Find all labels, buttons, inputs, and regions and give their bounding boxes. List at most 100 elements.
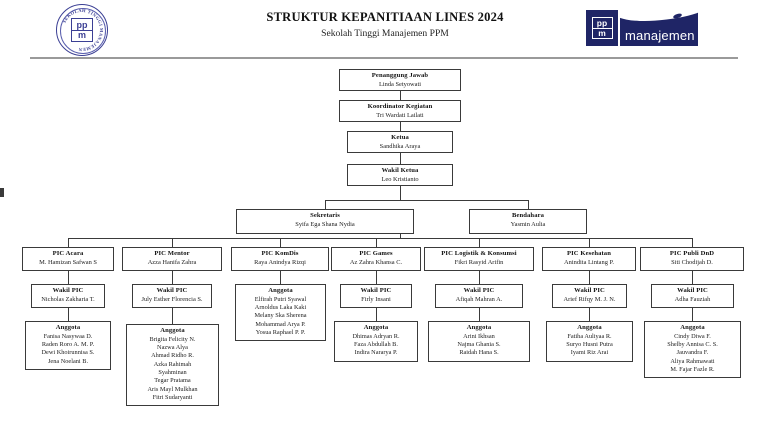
- node-penanggung-jawab-person: Linda Setyowati: [378, 80, 422, 88]
- node-wakil-pic-pic-publi-dnd-person: Adha Fauziah: [674, 295, 711, 303]
- member-name: Syahminan: [158, 368, 187, 376]
- node-pic-pic-logistik-konsumsi-title: PIC Logistik & Konsumsi: [441, 250, 517, 257]
- node-wakil-pic-pic-acara-person: Nicholas Zakharia T.: [41, 295, 95, 303]
- page-edge-artifact: [0, 188, 4, 197]
- page-subtitle: Sekolah Tinggi Manajemen PPM: [321, 28, 449, 39]
- node-sekretaris-person: Syifa Ega Shana Nydia: [295, 220, 355, 228]
- node-bendahara-title: Bendahara: [511, 212, 545, 219]
- connector-anggota-5: [589, 308, 590, 321]
- node-pic-pic-acara-person: M. Hamizan Safwan S: [39, 258, 97, 266]
- node-pic-pic-logistik-konsumsi-person: Fikri Rasyid Arifin: [454, 258, 504, 266]
- node-wakil-pic-pic-kesehatan-title: Wakil PIC: [574, 287, 605, 294]
- node-pic-pic-mentor-title: PIC Mentor: [154, 250, 190, 257]
- ppm-mark: pp m: [586, 10, 618, 46]
- member-name: Nazwa Alya: [157, 344, 188, 352]
- connector-chain-2: [400, 153, 401, 164]
- node-anggota-pic-games-title: Anggota: [363, 324, 389, 331]
- connector-division-2: [280, 238, 281, 247]
- node-pic-pic-games-title: PIC Games: [359, 250, 393, 257]
- member-name: Fatiha Auliyaa R.: [567, 332, 612, 340]
- node-koordinator-kegiatan-person: Tri Wardati Lailati: [376, 111, 424, 119]
- header-divider: [30, 57, 738, 59]
- member-name: Tegar Pratama: [154, 377, 191, 385]
- member-name: Brigita Felicity N.: [149, 335, 196, 343]
- connector-division-bus: [68, 238, 692, 239]
- node-penanggung-jawab-title: Penanggung Jawab: [371, 72, 429, 79]
- node-ketua-person: Sandhika Araya: [379, 142, 421, 150]
- seal-ring: [56, 4, 108, 56]
- connector-wakil-1: [172, 271, 173, 284]
- node-pic-pic-acara-title: PIC Acara: [52, 250, 84, 257]
- node-anggota-pic-publi-dnd-title: Anggota: [680, 324, 705, 331]
- node-wakil-pic-pic-logistik-konsumsi-person: Afiqah Mahran A.: [455, 295, 503, 303]
- member-name: Arnoldus Laka Kaki: [254, 304, 307, 312]
- connector-division-3: [376, 238, 377, 247]
- member-name: Faza Abdullah B.: [354, 341, 398, 349]
- node-anggota-pic-logistik-konsumsi-title: Anggota: [466, 324, 492, 331]
- page-title: STRUKTUR KEPANITIAAN LINES 2024: [266, 10, 504, 24]
- connector-wakil-0: [68, 271, 69, 284]
- node-anggota-pic-kesehatan-title: Anggota: [577, 324, 602, 331]
- node-pic-pic-games-person: Az Zahra Khansa C.: [349, 258, 403, 266]
- member-name: Melany Ska Sherena: [254, 312, 307, 320]
- member-name: Dewi Khoirunnisa S.: [41, 349, 95, 357]
- connector-division-0: [68, 238, 69, 247]
- connector-wakil-4: [479, 271, 480, 284]
- member-name: Iyami Riz Arai: [570, 349, 609, 357]
- node-anggota-pic-acara-title: Anggota: [55, 324, 81, 331]
- member-name: Arini Ikhsan: [463, 332, 495, 340]
- ppm-wordmark-panel: manajemen: [620, 10, 698, 46]
- connector-division-1: [172, 238, 173, 247]
- title-block: STRUKTUR KEPANITIAAN LINES 2024 Sekolah …: [190, 10, 580, 39]
- member-name: Dhimas Adryan R.: [352, 332, 400, 340]
- ppm-mark-bottom: m: [598, 27, 606, 38]
- node-ketua-title: Ketua: [391, 134, 409, 141]
- connector-anggota-6: [692, 308, 693, 321]
- node-pic-pic-kesehatan-person: Anindita Lintang P.: [564, 258, 614, 266]
- ppm-mark-top: pp: [592, 19, 612, 29]
- connector-officer-1: [528, 200, 529, 209]
- node-pic-pic-publi-dnd-title: PIC Publi DnD: [669, 250, 715, 257]
- node-wakil-pic-pic-acara-title: Wakil PIC: [52, 287, 84, 294]
- node-bendahara-person: Yasmin Aulia: [510, 220, 546, 228]
- connector-anggota-4: [479, 308, 480, 321]
- connector-chain-0: [400, 91, 401, 100]
- member-name: Indira Nararya P.: [354, 349, 398, 357]
- node-pic-pic-publi-dnd-person: Siti Chodijah D.: [671, 258, 713, 266]
- member-name: Jauvandra F.: [676, 349, 709, 357]
- member-name: M. Fajar Fazle R.: [670, 365, 715, 373]
- page-header: SEKOLAH TINGGI MANAJEMEN pp m STRUKTUR K…: [0, 0, 768, 59]
- connector-division-5: [589, 238, 590, 247]
- connector-anggota-0: [68, 308, 69, 321]
- connector-division-4: [479, 238, 480, 247]
- ppm-manajemen-logo: pp m manajemen: [586, 10, 698, 46]
- connector-officer-bus: [325, 200, 528, 201]
- connector-wakil-6: [692, 271, 693, 284]
- node-pic-pic-mentor-person: Azza Hanifa Zahra: [147, 258, 197, 266]
- ppm-seal-logo: SEKOLAH TINGGI MANAJEMEN pp m: [56, 4, 108, 56]
- node-wakil-ketua-title: Wakil Ketua: [381, 167, 419, 174]
- member-name: Fitri Sudaryanti: [152, 393, 193, 401]
- node-wakil-pic-pic-kesehatan-person: Arief Rifqy M. J. N.: [563, 295, 616, 303]
- connector-wakil-ketua-down: [400, 186, 401, 200]
- member-name: Fanisa Nasywaa D.: [43, 332, 93, 340]
- member-name: Najma Ghania S.: [457, 341, 501, 349]
- member-name: Ahmad Ridho R.: [151, 352, 194, 360]
